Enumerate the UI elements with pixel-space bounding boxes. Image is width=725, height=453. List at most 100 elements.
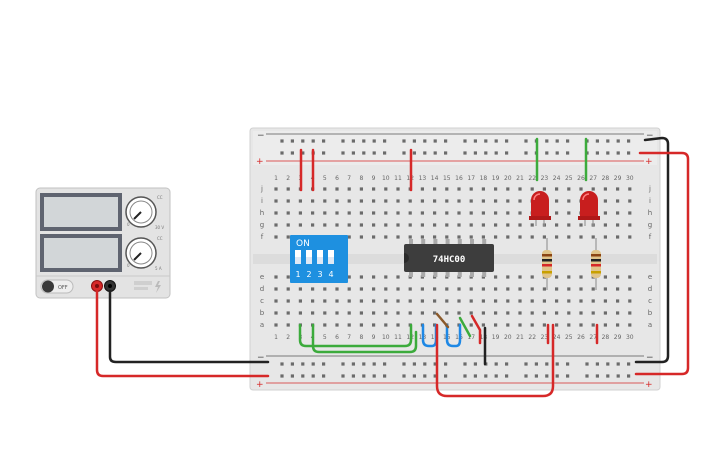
breadboard-hole[interactable] xyxy=(274,223,278,227)
rail-hole[interactable] xyxy=(280,362,284,366)
rail-hole[interactable] xyxy=(473,151,477,155)
wire-psu-positive[interactable] xyxy=(95,289,270,378)
breadboard-hole[interactable] xyxy=(628,199,632,203)
breadboard-hole[interactable] xyxy=(347,187,351,191)
breadboard-hole[interactable] xyxy=(347,211,351,215)
rail-hole[interactable] xyxy=(566,139,570,143)
rail-hole[interactable] xyxy=(383,151,387,155)
breadboard-hole[interactable] xyxy=(518,323,522,327)
breadboard-hole[interactable] xyxy=(506,223,510,227)
breadboard-hole[interactable] xyxy=(579,299,583,303)
wire-green-dip2[interactable] xyxy=(311,323,418,354)
rail-hole[interactable] xyxy=(616,139,620,143)
breadboard-hole[interactable] xyxy=(603,235,607,239)
breadboard-hole[interactable] xyxy=(445,311,449,315)
breadboard-hole[interactable] xyxy=(567,311,571,315)
breadboard-hole[interactable] xyxy=(506,311,510,315)
breadboard-hole[interactable] xyxy=(616,323,620,327)
breadboard-hole[interactable] xyxy=(323,211,327,215)
breadboard-hole[interactable] xyxy=(372,235,376,239)
rail-hole[interactable] xyxy=(606,362,610,366)
breadboard-hole[interactable] xyxy=(335,199,339,203)
breadboard-hole[interactable] xyxy=(518,211,522,215)
breadboard-hole[interactable] xyxy=(542,299,546,303)
breadboard-hole[interactable] xyxy=(530,311,534,315)
breadboard-hole[interactable] xyxy=(420,187,424,191)
breadboard-hole[interactable] xyxy=(274,211,278,215)
breadboard-hole[interactable] xyxy=(481,299,485,303)
breadboard-hole[interactable] xyxy=(603,311,607,315)
breadboard-hole[interactable] xyxy=(323,223,327,227)
rail-hole[interactable] xyxy=(606,374,610,378)
breadboard-hole[interactable] xyxy=(603,299,607,303)
breadboard-hole[interactable] xyxy=(591,299,595,303)
rail-hole[interactable] xyxy=(505,151,509,155)
breadboard-hole[interactable] xyxy=(628,323,632,327)
breadboard-hole[interactable] xyxy=(506,275,510,279)
rail-hole[interactable] xyxy=(423,374,427,378)
breadboard-hole[interactable] xyxy=(335,187,339,191)
breadboard-hole[interactable] xyxy=(274,187,278,191)
breadboard-hole[interactable] xyxy=(311,211,315,215)
rail-hole[interactable] xyxy=(433,151,437,155)
rail-hole[interactable] xyxy=(372,362,376,366)
breadboard-hole[interactable] xyxy=(335,323,339,327)
breadboard-hole[interactable] xyxy=(518,275,522,279)
breadboard-hole[interactable] xyxy=(408,211,412,215)
breadboard-hole[interactable] xyxy=(396,323,400,327)
breadboard-hole[interactable] xyxy=(359,211,363,215)
breadboard-hole[interactable] xyxy=(628,187,632,191)
breadboard-hole[interactable] xyxy=(628,235,632,239)
rail-hole[interactable] xyxy=(280,151,284,155)
rail-hole[interactable] xyxy=(595,151,599,155)
breadboard-hole[interactable] xyxy=(359,287,363,291)
rail-hole[interactable] xyxy=(566,151,570,155)
breadboard-hole[interactable] xyxy=(506,187,510,191)
breadboard-hole[interactable] xyxy=(445,287,449,291)
rail-hole[interactable] xyxy=(383,362,387,366)
rail-hole[interactable] xyxy=(362,374,366,378)
breadboard-hole[interactable] xyxy=(518,199,522,203)
rail-hole[interactable] xyxy=(524,362,528,366)
breadboard-hole[interactable] xyxy=(542,323,546,327)
breadboard-hole[interactable] xyxy=(445,187,449,191)
breadboard-hole[interactable] xyxy=(567,299,571,303)
rail-hole[interactable] xyxy=(322,362,326,366)
breadboard-hole[interactable] xyxy=(286,311,290,315)
breadboard-hole[interactable] xyxy=(420,211,424,215)
breadboard-hole[interactable] xyxy=(494,311,498,315)
breadboard-hole[interactable] xyxy=(286,323,290,327)
breadboard-hole[interactable] xyxy=(396,311,400,315)
breadboard-hole[interactable] xyxy=(311,299,315,303)
breadboard-hole[interactable] xyxy=(347,311,351,315)
breadboard-hole[interactable] xyxy=(481,187,485,191)
rail-hole[interactable] xyxy=(372,151,376,155)
rail-hole[interactable] xyxy=(290,139,294,143)
breadboard-hole[interactable] xyxy=(542,235,546,239)
breadboard-hole[interactable] xyxy=(396,187,400,191)
resistor-2[interactable] xyxy=(591,238,601,290)
breadboard-hole[interactable] xyxy=(579,275,583,279)
breadboard-hole[interactable] xyxy=(396,211,400,215)
breadboard-hole[interactable] xyxy=(628,223,632,227)
breadboard-hole[interactable] xyxy=(372,187,376,191)
rail-hole[interactable] xyxy=(433,362,437,366)
breadboard-hole[interactable] xyxy=(347,235,351,239)
breadboard-hole[interactable] xyxy=(457,211,461,215)
rail-hole[interactable] xyxy=(524,139,528,143)
breadboard-hole[interactable] xyxy=(359,299,363,303)
breadboard-hole[interactable] xyxy=(603,223,607,227)
breadboard-hole[interactable] xyxy=(555,311,559,315)
breadboard-hole[interactable] xyxy=(530,299,534,303)
breadboard-hole[interactable] xyxy=(616,211,620,215)
rail-hole[interactable] xyxy=(484,151,488,155)
breadboard-hole[interactable] xyxy=(481,287,485,291)
breadboard-hole[interactable] xyxy=(494,235,498,239)
rail-hole[interactable] xyxy=(545,151,549,155)
rail-hole[interactable] xyxy=(423,139,427,143)
breadboard-hole[interactable] xyxy=(286,235,290,239)
breadboard-hole[interactable] xyxy=(567,223,571,227)
current-knob[interactable] xyxy=(125,237,157,269)
breadboard-hole[interactable] xyxy=(298,223,302,227)
